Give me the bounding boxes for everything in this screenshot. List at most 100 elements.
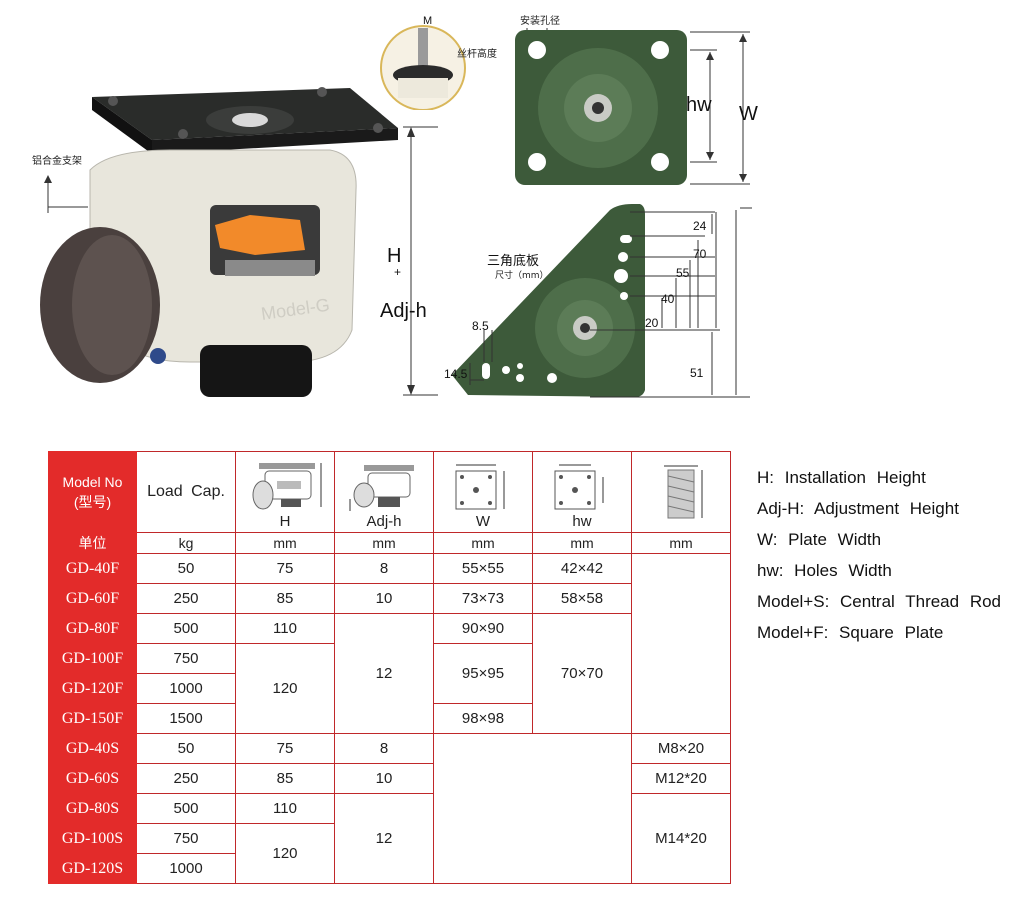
table-row: GD-100F 750 120 95×95	[48, 643, 731, 734]
table-row: GD-120S 1000	[48, 853, 731, 884]
unit-cell: mm	[631, 532, 731, 554]
w-cell: 90×90	[433, 613, 533, 644]
table-row: GD-60S 250 85 10 M12*20	[48, 763, 731, 794]
spec-table: Model No (型号) Load Cap. H Adj-h	[48, 451, 731, 884]
w-cell: 95×95	[433, 643, 533, 704]
dim-14-5: 14.5	[444, 367, 468, 381]
h-cell: 110	[235, 793, 335, 824]
table-header-row: Model No (型号) Load Cap. H Adj-h	[48, 451, 731, 533]
unit-cell: mm	[334, 532, 434, 554]
header-adjh: Adj-h	[334, 451, 434, 533]
dim-8-5: 8.5	[472, 319, 489, 333]
unit-cell: mm	[433, 532, 533, 554]
mount-hole-label: 安装孔径	[520, 16, 560, 27]
header-load: Load Cap.	[136, 451, 236, 533]
hw-cell: 42×42	[532, 553, 632, 584]
thread-cell: M14*20	[631, 793, 731, 884]
dim-24: 24	[693, 219, 707, 233]
w-cell: 73×73	[433, 583, 533, 614]
dim-55: 55	[676, 266, 690, 280]
h-cell: 120	[235, 823, 335, 884]
dim-51: 51	[690, 366, 704, 380]
model-cell: GD-120F	[48, 673, 137, 704]
adjh-cell: 10	[334, 763, 434, 794]
thread-cell: M8×20	[631, 733, 731, 764]
load-cell: 500	[136, 613, 236, 644]
header-adjh-label: Adj-h	[366, 513, 402, 530]
h-cell: 75	[235, 553, 335, 584]
h-label: H	[387, 245, 402, 267]
w-label: W	[739, 103, 758, 125]
legend-item: Adj-H: Adjustment Height	[757, 499, 959, 518]
adjh-cell: 8	[334, 733, 434, 764]
h-diagram-icon	[252, 463, 322, 510]
dim-70: 70	[693, 247, 707, 261]
header-w: W	[433, 451, 533, 533]
model-cell: GD-40S	[48, 733, 137, 764]
legend-item: W: Plate Width	[757, 530, 882, 549]
legend-item: hw: Holes Width	[757, 561, 892, 580]
units-label: 单位	[48, 532, 137, 554]
w-cell: 55×55	[433, 553, 533, 584]
load-cell: 1000	[136, 673, 236, 704]
header-thread	[631, 451, 731, 533]
adjh-diagram-icon	[349, 465, 414, 511]
h-cell: 75	[235, 733, 335, 764]
h-cell: 110	[235, 613, 335, 644]
bracket-pointer	[44, 175, 88, 213]
unit-cell: kg	[136, 532, 236, 554]
thread-height-label: 丝杆高度	[457, 49, 497, 60]
table-row: GD-40S 50 75 8 M8×20	[48, 733, 731, 884]
square-plate	[515, 28, 750, 185]
load-cell: 250	[136, 583, 236, 614]
hw-plate-icon	[554, 464, 604, 510]
model-cell: GD-100F	[48, 643, 137, 674]
model-cell: GD-120S	[48, 853, 137, 884]
load-cell: 500	[136, 793, 236, 824]
thread-m-label: M	[423, 15, 433, 27]
adjh-cell: 12	[334, 793, 434, 884]
table-row: GD-150F 1500 98×98	[48, 703, 731, 734]
table-row: GD-120F 1000	[48, 673, 731, 704]
load-cell: 1500	[136, 703, 236, 734]
model-cell: GD-150F	[48, 703, 137, 734]
units-row: 单位 kg mm mm mm mm mm	[48, 532, 731, 554]
w-hw-cell-empty	[433, 733, 632, 884]
thread-rod-icon	[664, 465, 703, 519]
adjh-cell: 12	[334, 613, 434, 734]
load-cell: 750	[136, 643, 236, 674]
table-row: GD-80S 500 110 12 M14*20	[48, 793, 731, 884]
thread-cell: M12*20	[631, 763, 731, 794]
legend-item: Model+S: Central Thread Rod	[757, 592, 1002, 611]
model-cell: GD-80S	[48, 793, 137, 824]
h-cell: 120	[235, 643, 335, 734]
load-cell: 750	[136, 823, 236, 854]
load-cell: 250	[136, 763, 236, 794]
load-cell: 50	[136, 553, 236, 584]
adjh-cell: 8	[334, 553, 434, 584]
header-hw: hw	[532, 451, 632, 533]
model-cell: GD-100S	[48, 823, 137, 854]
header-model: Model No (型号)	[48, 451, 137, 533]
h-cell: 85	[235, 583, 335, 614]
legend-item: H: Installation Height	[757, 468, 926, 487]
triangle-plate-label: 三角底板	[487, 254, 540, 269]
h-dimension-line	[403, 126, 438, 396]
table-row: GD-80F 500 110 12 90×90 70×70	[48, 613, 731, 734]
model-cell: GD-40F	[48, 553, 137, 584]
unit-cell: mm	[235, 532, 335, 554]
table-row: GD-100S 750 120	[48, 823, 731, 884]
plus-label: +	[394, 265, 402, 279]
model-cell: GD-60S	[48, 763, 137, 794]
thread-cell-empty	[631, 553, 731, 734]
model-cell: GD-80F	[48, 613, 137, 644]
dim-20: 20	[645, 316, 659, 330]
triangle-plate	[452, 204, 752, 398]
caster-illustration: Model-G	[40, 87, 398, 397]
bracket-label: 铝合金支架	[32, 156, 82, 167]
legend: H: Installation Height Adj-H: Adjustment…	[757, 468, 1001, 654]
w-cell: 98×98	[433, 703, 533, 734]
hw-cell: 70×70	[532, 613, 632, 734]
w-plate-icon	[455, 464, 505, 510]
dim-40: 40	[661, 292, 675, 306]
